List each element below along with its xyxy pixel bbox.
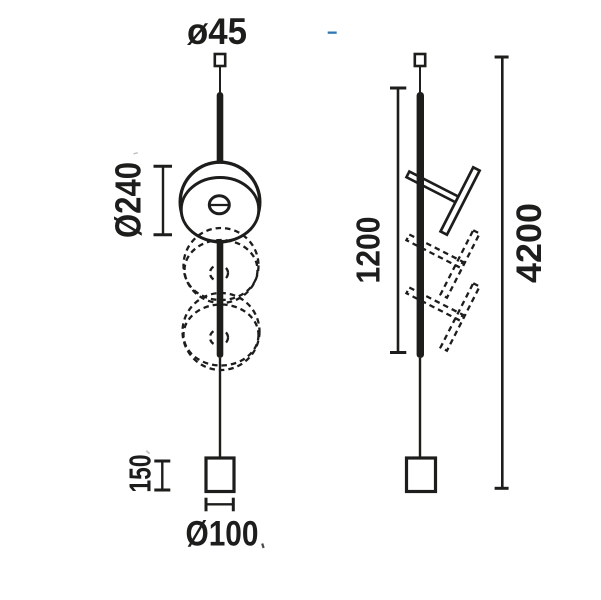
ghost-arm-stem <box>404 285 465 323</box>
comma-mark <box>261 543 265 549</box>
dimension-counterweight-height: 150 <box>123 455 171 493</box>
dim-label-disc-diameter: Ø240 <box>108 162 149 238</box>
dim-label-rod-length: 1200 <box>350 217 387 284</box>
dim-label-counterweight-diameter: Ø100 <box>186 515 259 554</box>
ghost-disc-hub <box>208 328 230 347</box>
side-view: 1200 4200 <box>350 52 549 494</box>
dimension-rod-length: 1200 <box>350 86 407 354</box>
dimension-overall-drop: 4200 <box>494 55 549 490</box>
ceiling-mount <box>413 52 427 68</box>
vertical-rod <box>416 92 424 358</box>
dimension-counterweight-diameter: Ø100 <box>186 497 259 554</box>
dim-label-overall-drop: 4200 <box>510 203 549 283</box>
ghost-disc-hub <box>208 263 230 283</box>
disc-arm-solid <box>404 165 482 237</box>
disc-shade <box>178 160 262 244</box>
ghost-disc-face <box>182 303 260 367</box>
disc-arm-ghost-2 <box>404 281 482 353</box>
front-view: ø45 Ø240 <box>108 11 262 554</box>
dim-label-canopy-diameter: ø45 <box>187 11 247 52</box>
disc-ghost-position-1 <box>182 226 260 305</box>
ghost-disc-edge <box>438 228 482 300</box>
ghost-disc-face <box>183 238 259 302</box>
disc-edge <box>438 165 482 237</box>
ghost-disc-outline <box>182 226 260 305</box>
dimension-disc-diameter: Ø240 <box>108 162 172 238</box>
speck-mark <box>145 450 151 455</box>
disc-arm-ghost-1 <box>404 228 482 300</box>
blue-dash-mark <box>327 31 337 34</box>
counterweight <box>204 456 236 494</box>
dim-label-counterweight-height: 150 <box>123 455 158 493</box>
ghost-disc-edge <box>438 281 482 353</box>
ghost-arm-stem <box>404 232 465 270</box>
ceiling-mount <box>213 52 227 68</box>
arm-stem <box>404 169 465 207</box>
counterweight <box>404 456 438 494</box>
artifacts <box>133 31 337 549</box>
speck-mark <box>133 152 138 155</box>
